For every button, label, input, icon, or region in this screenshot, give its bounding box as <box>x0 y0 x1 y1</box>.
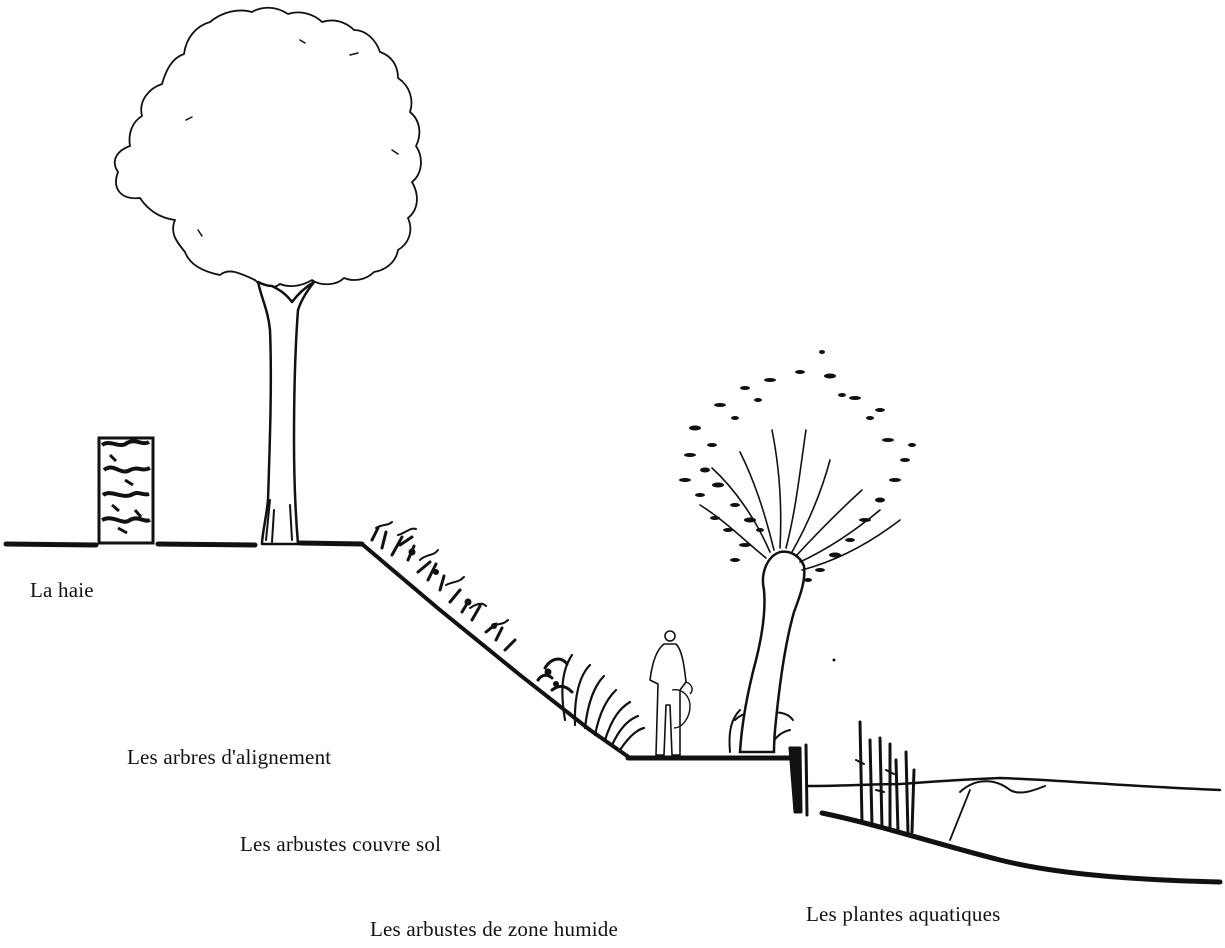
ground-cover-shrubs <box>370 521 517 652</box>
water-edge-post <box>788 746 803 814</box>
hedge-block <box>97 436 155 545</box>
willow-branches <box>699 429 901 571</box>
trunk-base-hatch <box>265 499 293 543</box>
label-haie: La haie <box>30 578 94 602</box>
aquatic-bank-line <box>949 789 971 841</box>
upper-ground-line <box>3 540 365 548</box>
alignment-tree <box>113 6 422 546</box>
willow-leaves <box>679 350 916 582</box>
label-arbres-alignement: Les arbres d'alignement <box>127 745 332 769</box>
water-ripple <box>959 780 1046 794</box>
ground-profile <box>3 540 1223 885</box>
canopy-detail <box>185 39 399 237</box>
label-arbustes-couvre-sol: Les arbustes couvre sol <box>240 832 442 856</box>
willow-trunk <box>738 550 806 754</box>
human-figure <box>649 630 693 756</box>
label-arbustes-zone-humide: Les arbustes de zone humide <box>370 917 618 941</box>
bank-slope <box>360 542 632 760</box>
tree-trunk <box>256 280 316 546</box>
willow-tree <box>679 350 916 754</box>
aquatic-plants <box>855 720 916 836</box>
water-surface <box>806 776 1222 792</box>
pond-bottom <box>819 810 1223 885</box>
bank-wall <box>804 743 809 817</box>
tree-canopy <box>113 6 422 289</box>
label-plantes-aquatiques: Les plantes aquatiques <box>806 902 1001 926</box>
